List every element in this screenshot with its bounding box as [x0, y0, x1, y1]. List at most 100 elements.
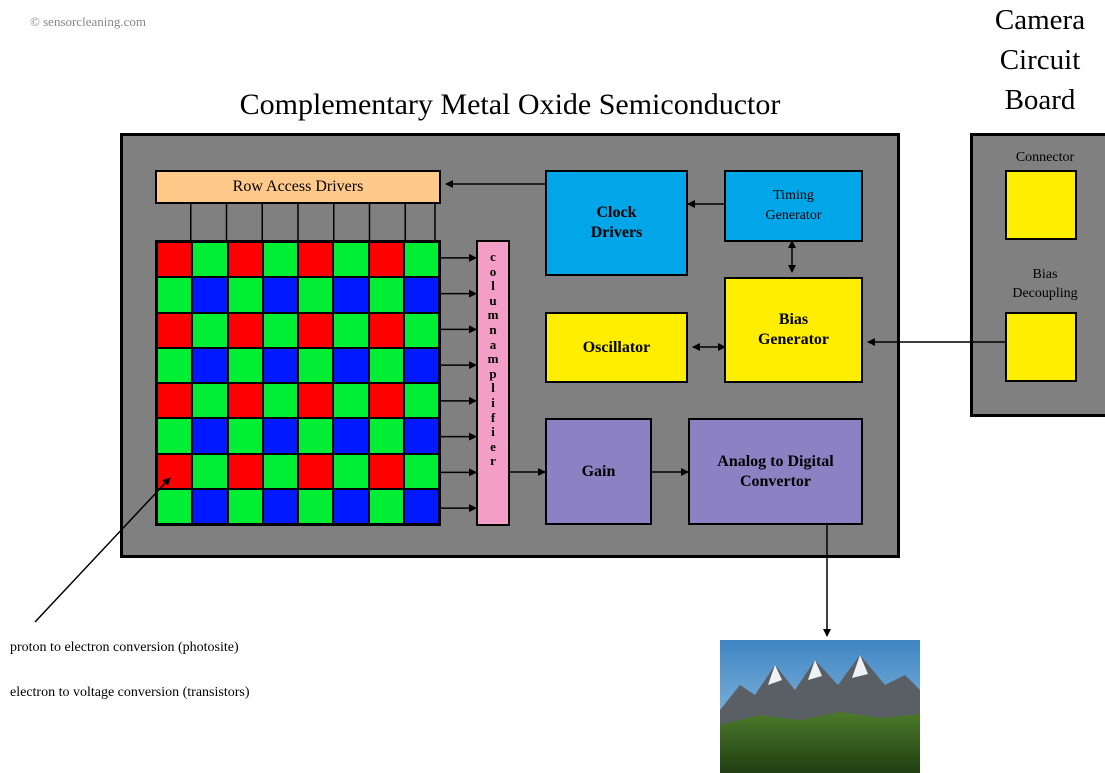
pixel-cell	[157, 347, 193, 383]
column-amplifier-letter: u	[489, 292, 497, 308]
pixel-cell	[192, 488, 228, 524]
row-access-drivers: Row Access Drivers	[155, 170, 441, 204]
transistors-annotation: electron to voltage conversion (transist…	[10, 685, 250, 700]
pixel-cell	[298, 347, 334, 383]
bias-generator-line: Bias	[778, 311, 809, 328]
pixel-cell	[368, 242, 404, 278]
pixel-cell	[368, 312, 404, 348]
column-amplifier-letter: c	[490, 249, 496, 264]
pixel-cell	[262, 383, 298, 419]
camera-title-line: Circuit	[999, 44, 1081, 76]
gain-block: Gain	[545, 418, 652, 525]
pixel-cell	[227, 242, 263, 278]
column-amplifier-letter: p	[489, 365, 497, 381]
pixel-cell	[157, 383, 193, 419]
pixel-cell	[298, 488, 334, 524]
copyright-text: © sensorcleaning.com	[30, 14, 147, 29]
oscillator-block: Oscillator	[545, 312, 688, 383]
pixel-cell	[333, 488, 369, 524]
pixel-cell	[403, 277, 439, 313]
pixel-cell	[333, 242, 369, 278]
pixel-cell	[298, 312, 334, 348]
bias-decoupling-line: Decoupling	[1012, 286, 1078, 301]
connector-block	[1005, 170, 1077, 240]
pixel-cell	[262, 347, 298, 383]
adc-line: Analog to Digital	[717, 452, 834, 470]
pixel-cell	[262, 242, 298, 278]
pixel-cell	[227, 418, 263, 454]
pixel-cell	[227, 277, 263, 313]
pixel-cell	[157, 418, 193, 454]
pixel-cell	[368, 383, 404, 419]
pixel-cell	[403, 242, 439, 278]
pixel-cell	[403, 312, 439, 348]
bias-decoupling-label: Bias Decoupling	[990, 265, 1100, 303]
photosite-annotation: proton to electron conversion (photosite…	[10, 640, 239, 655]
pixel-cell	[157, 488, 193, 524]
pixel-cell	[333, 418, 369, 454]
pixel-cell	[192, 242, 228, 278]
pixel-cell	[262, 488, 298, 524]
column-amplifier-letter: l	[491, 278, 495, 294]
clock-drivers-line: Clock	[596, 204, 637, 221]
pixel-cell	[403, 488, 439, 524]
output-image	[720, 640, 920, 773]
pixel-cell	[227, 383, 263, 419]
pixel-cell	[333, 277, 369, 313]
column-amplifier-letter: n	[489, 321, 497, 337]
pixel-cell	[403, 347, 439, 383]
column-arrows	[441, 253, 477, 513]
camera-title-line: Camera	[994, 4, 1086, 36]
column-amplifier-letter: i	[491, 424, 495, 440]
pixel-cell	[192, 277, 228, 313]
pixel-cell	[262, 418, 298, 454]
column-amplifier-letter: m	[487, 351, 499, 367]
pixel-cell	[333, 312, 369, 348]
column-amplifier-letter: r	[490, 453, 496, 469]
column-amplifier-letter: m	[487, 307, 499, 323]
pixel-cell	[157, 277, 193, 313]
pixel-cell	[333, 347, 369, 383]
pixel-cell	[403, 418, 439, 454]
pixel-cell	[368, 488, 404, 524]
pixel-cell	[157, 242, 193, 278]
pixel-cell	[333, 383, 369, 419]
row-driver-lines	[190, 204, 436, 240]
column-amplifier-letter: f	[490, 409, 496, 425]
pixel-cell	[368, 418, 404, 454]
pixel-cell	[298, 453, 334, 489]
column-amplifier-letter: a	[489, 336, 497, 352]
pixel-cell	[192, 418, 228, 454]
pixel-cell	[298, 383, 334, 419]
pixel-cell	[192, 312, 228, 348]
connector-label: Connector	[1015, 150, 1075, 165]
pixel-cell	[262, 312, 298, 348]
bias-decoupling-line: Bias	[1032, 267, 1058, 282]
pixel-cell	[227, 312, 263, 348]
pixel-array	[155, 240, 441, 526]
pixel-cell	[368, 277, 404, 313]
camera-title-line: Board	[1004, 84, 1076, 116]
pixel-cell	[333, 453, 369, 489]
pixel-cell	[262, 453, 298, 489]
timing-generator-line: Timing	[773, 188, 814, 203]
pixel-cell	[157, 312, 193, 348]
diagram-title: Complementary Metal Oxide Semiconductor	[239, 88, 781, 121]
column-amplifier-letter: o	[489, 263, 497, 279]
column-amplifier-letter: e	[490, 438, 496, 454]
pixel-cell	[368, 453, 404, 489]
pixel-cell	[192, 383, 228, 419]
bias-generator-line: Generator	[757, 331, 830, 348]
clock-drivers-line: Drivers	[590, 224, 643, 241]
pixel-cell	[298, 418, 334, 454]
pixel-cell	[227, 453, 263, 489]
timing-generator-line: Generator	[765, 208, 822, 223]
pixel-cell	[262, 277, 298, 313]
pixel-cell	[192, 453, 228, 489]
